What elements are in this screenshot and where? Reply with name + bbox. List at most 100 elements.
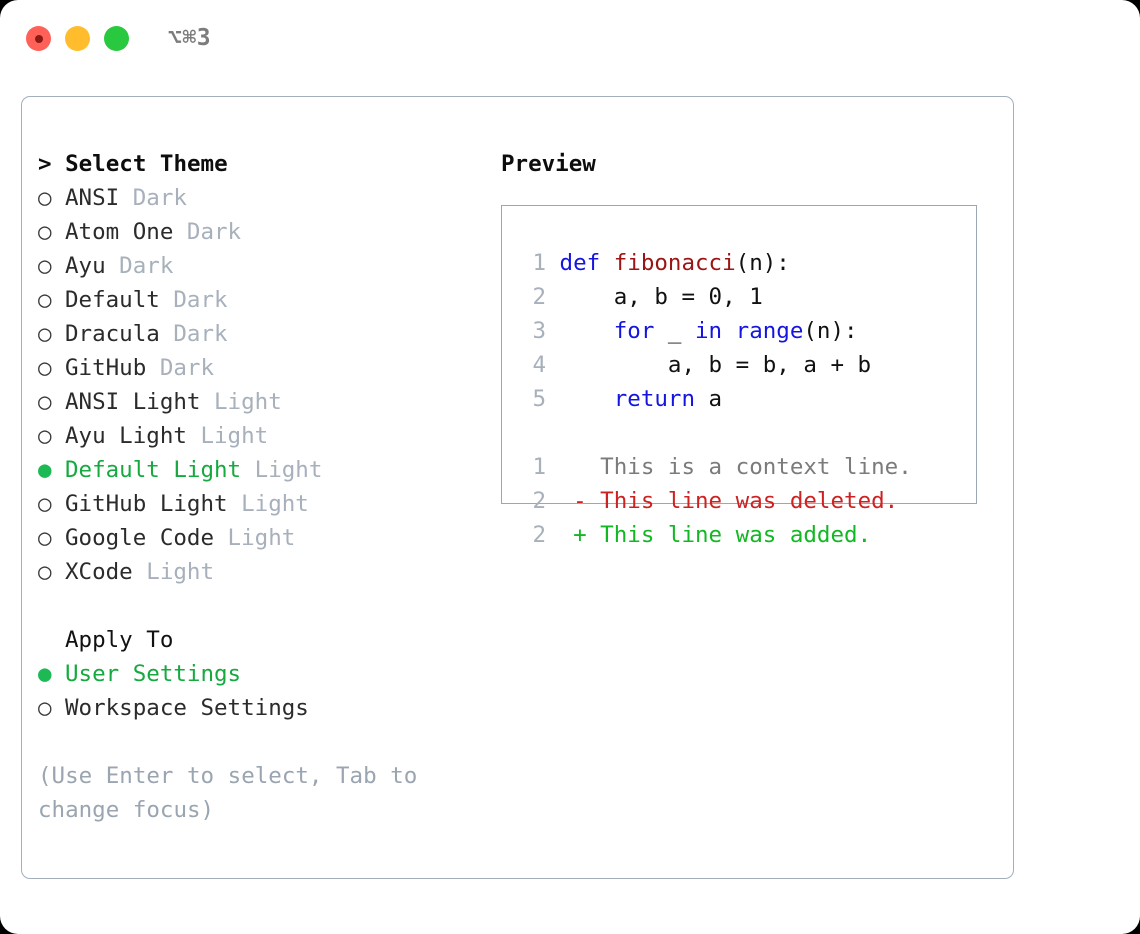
gutter-space bbox=[546, 250, 560, 276]
radio-unselected-icon: ○ bbox=[38, 287, 52, 313]
theme-name: XCode bbox=[65, 559, 133, 585]
radio-unselected-icon: ○ bbox=[38, 355, 52, 381]
code-token: a, b = 0, 1 bbox=[559, 284, 763, 310]
maximize-button[interactable] bbox=[104, 26, 129, 51]
close-button[interactable] bbox=[26, 26, 51, 51]
radio-unselected-icon: ○ bbox=[38, 219, 52, 245]
keyboard-hint-text: (Use Enter to select, Tab to change focu… bbox=[38, 763, 418, 823]
theme-category: Light bbox=[200, 389, 282, 415]
theme-name: GitHub Light bbox=[65, 491, 228, 517]
code-line: 4 a, b = b, a + b bbox=[518, 348, 976, 382]
theme-name: GitHub bbox=[65, 355, 147, 381]
theme-list-item[interactable]: ○ANSI Dark bbox=[38, 181, 498, 215]
code-token bbox=[560, 318, 614, 344]
radio-unselected-icon: ○ bbox=[38, 695, 52, 721]
theme-category: Dark bbox=[173, 219, 242, 245]
apply-to-option[interactable]: ● User Settings bbox=[38, 657, 498, 691]
theme-list-item[interactable]: ○Default Dark bbox=[38, 283, 498, 317]
theme-list-item[interactable]: ○ GitHub Light Light bbox=[38, 487, 498, 521]
theme-category: Dark bbox=[119, 185, 187, 211]
code-token: a bbox=[695, 386, 723, 412]
code-token: fibonacci bbox=[613, 250, 736, 276]
preview-header: Preview bbox=[501, 151, 596, 177]
section-spacer bbox=[38, 589, 498, 623]
theme-list-item[interactable]: ○ Atom One Dark bbox=[38, 215, 498, 249]
code-token: a, b = b, a + b bbox=[559, 352, 872, 378]
code-line: 2 a, b = 0, 1 bbox=[518, 280, 976, 314]
code-token: in range bbox=[695, 318, 804, 344]
line-number: 2 bbox=[532, 284, 546, 310]
radio-unselected-icon: ○ bbox=[38, 525, 52, 551]
diff-marker bbox=[546, 454, 587, 480]
code-line: 3 for _ in range(n): bbox=[518, 314, 976, 348]
radio-selected-icon: ● bbox=[38, 661, 52, 687]
radio-unselected-icon: ○ bbox=[38, 389, 52, 415]
theme-category: Light bbox=[186, 423, 269, 449]
theme-name: Ayu Light bbox=[65, 423, 187, 449]
diff-text: This line was deleted. bbox=[586, 488, 899, 514]
theme-list-item[interactable]: ○ GitHub Dark bbox=[38, 351, 498, 385]
theme-name: Google Code bbox=[65, 525, 215, 551]
diff-line: 2 + This line was added. bbox=[518, 518, 976, 552]
theme-name: Default Light bbox=[65, 457, 242, 483]
line-number: 2 bbox=[532, 522, 546, 548]
theme-name: Dracula bbox=[65, 321, 160, 347]
line-number: 4 bbox=[532, 352, 546, 378]
diff-marker: - bbox=[546, 488, 587, 514]
radio-unselected-icon: ○ bbox=[38, 491, 52, 517]
gutter-space bbox=[546, 318, 560, 344]
gutter-space bbox=[546, 352, 560, 378]
code-line: 5 return a bbox=[518, 382, 976, 416]
theme-category: Light bbox=[132, 559, 215, 585]
code-token bbox=[560, 386, 614, 412]
radio-unselected-icon: ○ bbox=[38, 185, 52, 211]
theme-category: Light bbox=[241, 457, 323, 483]
radio-selected-icon: ● bbox=[38, 457, 52, 483]
panel-columns: > Select Theme ○ANSI Dark○Atom One Dark○… bbox=[22, 97, 1013, 878]
diff-sample: 1 This is a context line.2 - This line w… bbox=[518, 450, 976, 552]
apply-to-title: Apply To bbox=[65, 627, 174, 653]
theme-selector-column: > Select Theme ○ANSI Dark○Atom One Dark○… bbox=[38, 147, 498, 827]
code-line: 1 def fibonacci(n): bbox=[518, 246, 976, 280]
theme-category: Dark bbox=[105, 253, 174, 279]
code-token: (n): bbox=[735, 250, 790, 276]
theme-list-item[interactable]: ● Default Light Light bbox=[38, 453, 498, 487]
gutter-space bbox=[546, 284, 560, 310]
preview-column: Preview 1 def fibonacci(n):2 a, b = 0, 1… bbox=[501, 147, 1001, 548]
diff-line: 2 - This line was deleted. bbox=[518, 484, 976, 518]
theme-name: Default bbox=[65, 287, 160, 313]
theme-category: Light bbox=[227, 491, 309, 517]
apply-to-option[interactable]: ○Workspace Settings bbox=[38, 691, 498, 725]
theme-category: Dark bbox=[146, 355, 215, 381]
theme-name: Ayu bbox=[65, 253, 106, 279]
code-token: (n): bbox=[803, 318, 858, 344]
theme-list[interactable]: ○ANSI Dark○Atom One Dark○Ayu Dark○Defaul… bbox=[38, 181, 498, 589]
line-number: 5 bbox=[532, 386, 546, 412]
theme-list-item[interactable]: ○Ayu Dark bbox=[38, 249, 498, 283]
theme-category: Light bbox=[214, 525, 296, 551]
radio-unselected-icon: ○ bbox=[38, 321, 52, 347]
keyboard-shortcut-label: ⌥⌘3 bbox=[168, 25, 212, 51]
theme-list-item[interactable]: ○ XCode Light bbox=[38, 555, 498, 589]
line-number: 3 bbox=[532, 318, 546, 344]
code-token: def bbox=[559, 250, 614, 276]
theme-list-item[interactable]: ○ANSI Light Light bbox=[38, 385, 498, 419]
apply-to-label: User Settings bbox=[65, 661, 242, 687]
apply-to-options[interactable]: ● User Settings ○Workspace Settings bbox=[38, 657, 498, 725]
diff-marker: + bbox=[546, 522, 587, 548]
diff-line: 1 This is a context line. bbox=[518, 450, 976, 484]
theme-list-item[interactable]: ○Dracula Dark bbox=[38, 317, 498, 351]
code-token: for bbox=[613, 318, 655, 344]
gutter-space bbox=[546, 386, 560, 412]
theme-list-item[interactable]: ○ Google Code Light bbox=[38, 521, 498, 555]
theme-name: Atom One bbox=[65, 219, 174, 245]
minimize-button[interactable] bbox=[65, 26, 90, 51]
line-number: 1 bbox=[532, 250, 546, 276]
theme-list-item[interactable]: ○Ayu Light Light bbox=[38, 419, 498, 453]
code-token: return bbox=[613, 386, 696, 412]
code-blank-line bbox=[518, 416, 976, 450]
window-controls bbox=[26, 26, 129, 51]
radio-unselected-icon: ○ bbox=[38, 559, 52, 585]
